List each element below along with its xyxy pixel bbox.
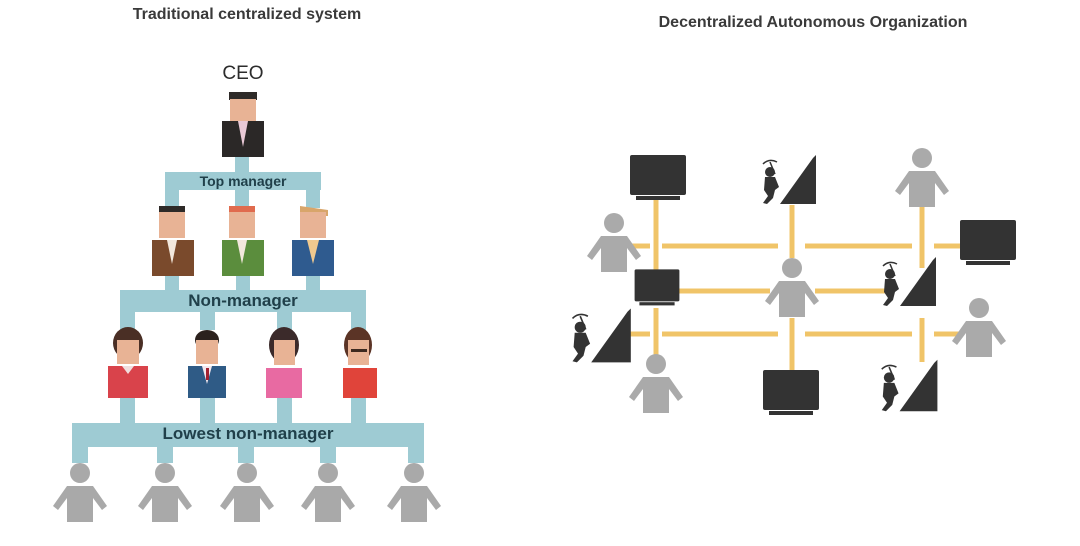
computer-node-icon	[960, 220, 1016, 265]
computer-node-icon	[763, 370, 819, 415]
person-node-icon	[765, 258, 819, 317]
person-node-icon	[895, 148, 949, 207]
person-node-icon	[629, 354, 683, 413]
miner-node-icon	[762, 154, 817, 205]
employee-icon	[138, 463, 192, 522]
hierarchy-connectors	[72, 157, 424, 463]
non-manager-figure	[108, 327, 148, 398]
computer-node-icon	[630, 155, 686, 200]
non-manager-figure	[266, 327, 302, 398]
centralized-title: Traditional centralized system	[132, 6, 362, 23]
manager-figure	[222, 206, 264, 276]
miner-node-icon	[880, 358, 939, 412]
non-manager-figure	[343, 327, 377, 398]
dao-title: Decentralized Autonomous Organization	[658, 14, 968, 31]
employee-icon	[387, 463, 441, 522]
lowest-non-manager-label: Lowest non-manager	[162, 424, 334, 443]
employee-icon	[301, 463, 355, 522]
network-connectors	[628, 200, 962, 372]
employee-icon	[53, 463, 107, 522]
top-manager-label: Top manager	[199, 173, 287, 189]
manager-figure	[152, 206, 194, 276]
person-node-icon	[587, 213, 641, 272]
computer-node-icon	[634, 269, 680, 306]
employee-icon	[220, 463, 274, 522]
non-manager-label: Non-manager	[188, 291, 298, 310]
ceo-label: CEO	[222, 63, 264, 84]
manager-figure	[292, 206, 334, 276]
person-node-icon	[952, 298, 1006, 357]
miner-node-icon	[571, 307, 632, 364]
non-manager-figure	[188, 330, 226, 398]
miner-node-icon	[882, 256, 937, 307]
ceo-figure	[222, 92, 264, 157]
